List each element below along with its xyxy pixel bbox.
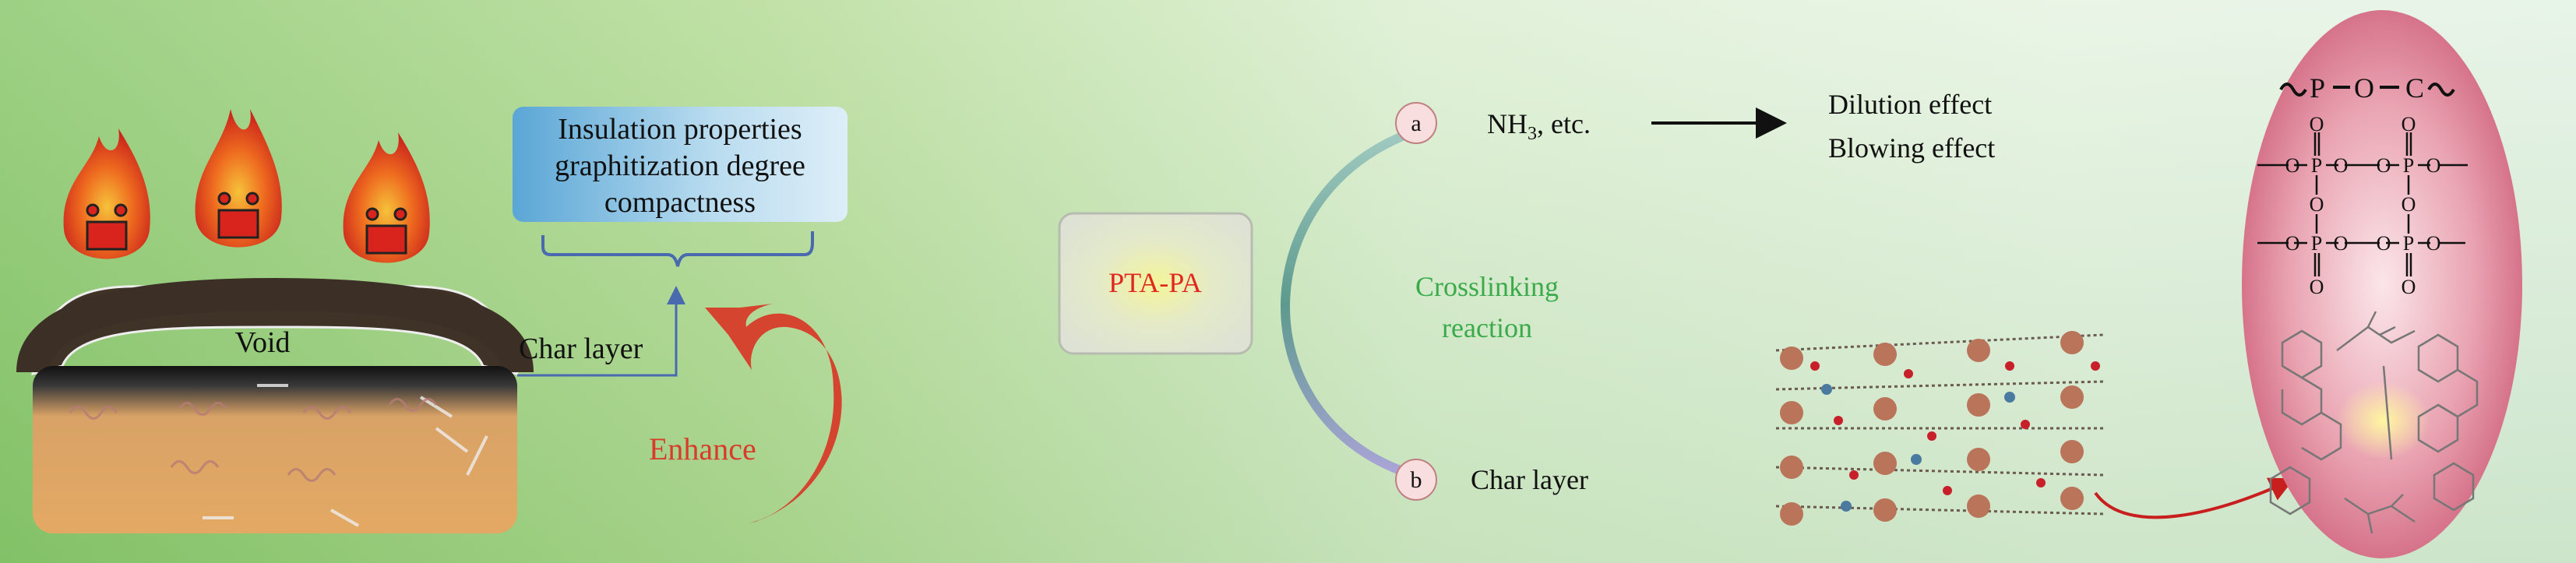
char-layer-label: Char layer (519, 333, 643, 365)
atom-o: O (2310, 193, 2324, 216)
glow (2337, 382, 2430, 459)
crosslinked-network-model (1775, 331, 2104, 526)
marker-a-label: a (1411, 111, 1421, 136)
atom-p: P (2310, 72, 2325, 104)
reaction-label: reaction (1442, 312, 1532, 343)
info-line-compactness: compactness (604, 186, 756, 219)
structure-ellipse (2242, 10, 2522, 558)
phosphate-network: O O O P O O P O O O O P O O P O O O (2257, 113, 2468, 298)
crosslinking-label: Crosslinking (1415, 271, 1559, 302)
curly-brace (541, 231, 814, 267)
atom-p: P (2311, 232, 2322, 255)
void-label: Void (234, 326, 290, 359)
nh3-label: NH3, etc. (1487, 108, 1591, 144)
atom-o: O (2334, 232, 2349, 255)
atom-p: P (2311, 154, 2322, 177)
atom-o: O (2402, 276, 2416, 298)
flame-icon (63, 128, 150, 259)
reaction-arc (1281, 132, 1404, 476)
right-panel: P O C O O (1775, 10, 2522, 558)
atom-o: O (2402, 193, 2416, 216)
atom-o: O (2310, 276, 2324, 298)
atom-o: O (2377, 154, 2391, 177)
atom-o: O (2426, 154, 2441, 177)
zoom-arrow (2094, 477, 2295, 519)
left-panel: Void Insulation properties graphitizatio… (16, 107, 848, 533)
polymer-chains (69, 398, 438, 482)
enhance-label: Enhance (649, 431, 756, 466)
char-layer-product-label: Char layer (1471, 464, 1588, 495)
marker-a (1395, 102, 1437, 144)
info-box (513, 107, 848, 222)
atom-o: O (2310, 113, 2324, 135)
dilution-effect-label: Dilution effect (1828, 89, 1992, 120)
flame-icon (195, 109, 282, 248)
marker-b (1395, 459, 1437, 501)
info-line-graphitization: graphitization degree (555, 150, 805, 182)
atom-o: O (2354, 72, 2374, 104)
atom-p: P (2403, 154, 2414, 177)
atom-o: O (2285, 232, 2300, 255)
blowing-effect-label: Blowing effect (1828, 132, 1995, 164)
polymer-matrix (33, 366, 517, 533)
atom-o: O (2426, 232, 2441, 255)
aromatic-structure (2269, 311, 2479, 534)
char-arch-dome (16, 277, 534, 374)
flame-icon (343, 132, 430, 263)
atom-o: O (2402, 113, 2416, 135)
pta-pa-box (1058, 212, 1253, 355)
atom-c: C (2405, 72, 2424, 104)
atom-o: O (2377, 232, 2391, 255)
atom-p: P (2403, 232, 2414, 255)
atom-o: O (2285, 154, 2300, 177)
atom-o: O (2334, 154, 2349, 177)
char-layer-connector (517, 286, 685, 377)
center-panel: PTA-PA a b NH3, etc. Dilution effect Blo… (1058, 89, 1995, 501)
info-line-insulation: Insulation properties (558, 113, 802, 146)
p-o-c-bond: P O C (2279, 72, 2455, 104)
pta-pa-label: PTA-PA (1108, 267, 1202, 298)
marker-b-label: b (1411, 467, 1422, 493)
